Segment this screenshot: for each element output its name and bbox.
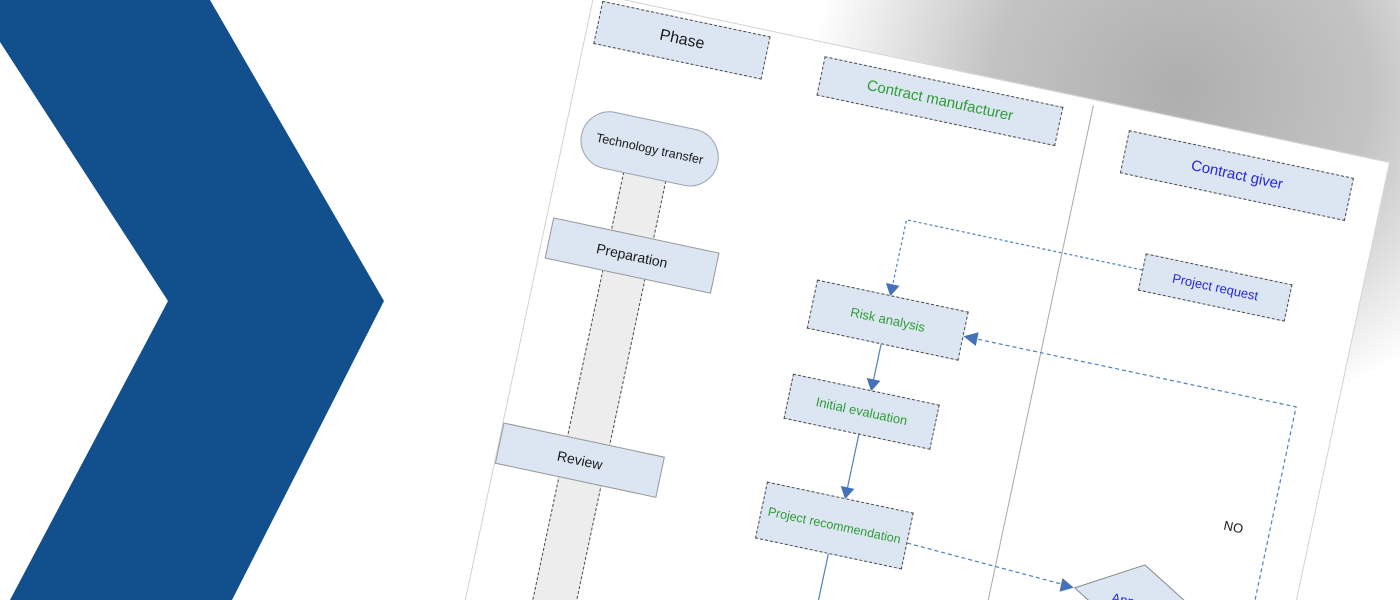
connector-recommendation-to-approval — [907, 542, 1062, 585]
arrowhead-into-initial — [866, 378, 881, 392]
arrowhead-into-approval — [1059, 578, 1074, 592]
connector-no-return — [968, 336, 1297, 600]
arrowhead-into-risk-right — [963, 332, 979, 346]
connector-risk-to-initial — [872, 344, 882, 382]
flow-connectors — [789, 105, 1297, 600]
chevron-graphic — [0, 0, 384, 600]
connector-recommendation-down — [789, 553, 829, 600]
arrowhead-into-recommendation — [840, 485, 855, 500]
connector-request-to-risk — [891, 219, 1143, 287]
connector-initial-to-recommendation — [846, 434, 860, 490]
lane-divider-line — [944, 105, 1094, 600]
approval-diamond-shape — [1073, 564, 1201, 600]
arrowhead-into-risk-top — [885, 282, 900, 297]
